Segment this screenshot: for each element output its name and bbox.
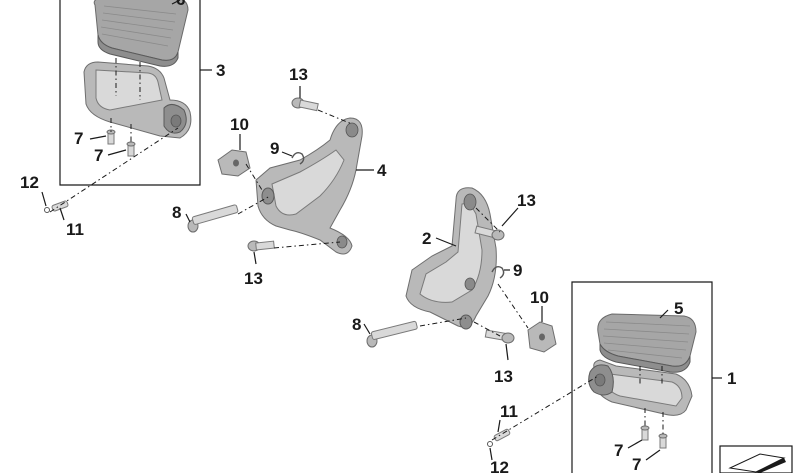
footrest-bracket-left: [255, 117, 363, 255]
leader-lines: [41, 0, 722, 461]
callout-8-a: 8: [172, 203, 181, 222]
footrest-rubber-pad-left: [93, 0, 189, 67]
callout-7-a: 7: [74, 129, 83, 148]
callout-11-b: 11: [500, 402, 518, 421]
callout-10-b: 10: [530, 288, 549, 307]
footrest-body-right: [588, 359, 693, 416]
callout-6-top: 6: [176, 0, 185, 9]
callout-13-b: 13: [244, 269, 263, 288]
assembly-frame-left: [59, 0, 201, 186]
callout-3: 3: [216, 61, 225, 80]
callout-7-c: 7: [614, 441, 623, 460]
callout-labels: 6 3 13 10 9 4 7 7 12 11 8 13 13 2 9 10 5…: [20, 0, 736, 473]
callout-12-a: 12: [20, 173, 39, 192]
clip-12-left: [44, 207, 50, 213]
callout-13-a: 13: [289, 65, 308, 84]
callout-12-b: 12: [490, 458, 509, 473]
parts-pictogram-icon: [719, 445, 793, 473]
pin-11-right: [493, 428, 511, 442]
assembly-axis-lines-left: [49, 58, 353, 249]
screw-7-right-b: [658, 433, 668, 449]
screw-7-right-a: [640, 425, 650, 441]
plate-10-left: [217, 149, 251, 177]
callout-7-b: 7: [94, 146, 103, 165]
callout-7-d: 7: [632, 455, 641, 473]
bolt-13-top-right: [474, 225, 505, 241]
callout-9-a: 9: [270, 139, 279, 158]
screw-7-left-b: [126, 141, 136, 157]
pin-8-right: [366, 320, 418, 348]
callout-4: 4: [377, 161, 387, 180]
footrest-bracket-right: [405, 187, 497, 330]
bolt-13-bottom-right: [484, 329, 515, 344]
pin-8-left: [187, 204, 239, 233]
plate-10-right: [527, 321, 557, 353]
screw-7-left-a: [106, 129, 116, 145]
clip-12-right: [487, 441, 493, 447]
spring-9-left: [291, 151, 305, 165]
bolt-13-bottom-left: [247, 240, 275, 252]
bolt-13-top-left: [291, 97, 319, 112]
callout-13-c: 13: [517, 191, 536, 210]
spring-9-right: [491, 265, 505, 279]
callout-1: 1: [727, 369, 736, 388]
footrest-body-left: [83, 61, 192, 139]
callout-2: 2: [422, 229, 431, 248]
assembly-axis-lines-right: [419, 207, 664, 441]
callout-10-a: 10: [230, 115, 249, 134]
pin-11-left: [51, 200, 69, 212]
callout-8-b: 8: [352, 315, 361, 334]
callout-5: 5: [674, 299, 683, 318]
callout-13-d: 13: [494, 367, 513, 386]
footrest-rubber-pad-right: [597, 313, 697, 373]
callout-9-b: 9: [513, 261, 522, 280]
callout-11-a: 11: [66, 220, 84, 239]
